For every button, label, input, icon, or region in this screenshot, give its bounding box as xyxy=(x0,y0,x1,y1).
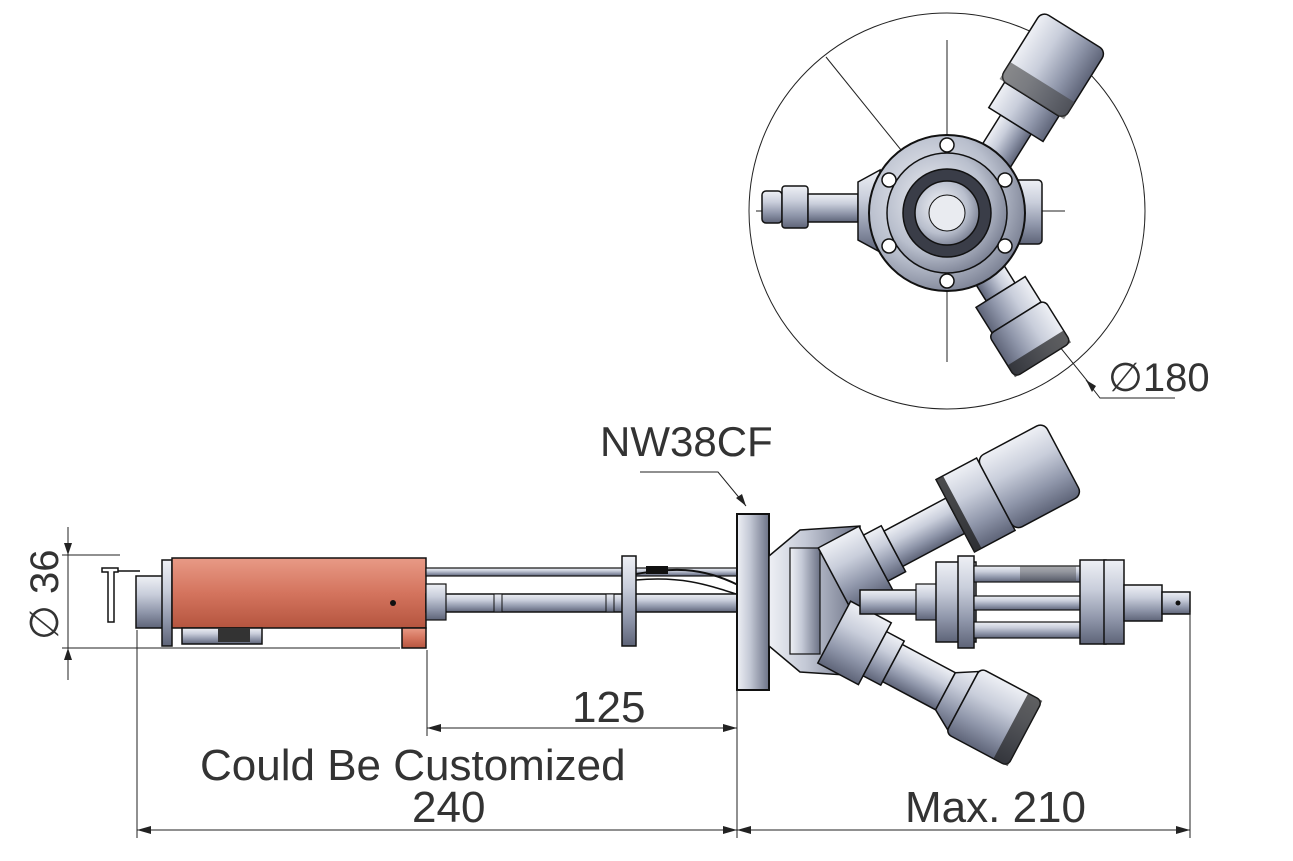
hook xyxy=(101,567,119,623)
bolt-hole xyxy=(997,172,1013,188)
diameter-180-label: ∅180 xyxy=(1108,356,1210,400)
top-left-arm xyxy=(761,168,881,254)
dim-240-label: 240 xyxy=(412,783,485,832)
flange-label: NW38CF xyxy=(600,418,773,465)
support-plate xyxy=(621,555,637,647)
top-upper-arm xyxy=(962,13,1105,195)
dim-125-label: 125 xyxy=(572,683,645,732)
flange-leader xyxy=(640,471,747,507)
customized-note: Could Be Customized xyxy=(200,741,626,790)
dim-max-210-label: Max. 210 xyxy=(905,783,1086,832)
right-assembly xyxy=(859,555,1191,649)
back-cap xyxy=(135,575,167,629)
support-rod xyxy=(425,567,739,577)
top-view-outline-circle xyxy=(748,12,1146,410)
bolt-hole xyxy=(997,238,1013,254)
cf-flange xyxy=(736,513,770,691)
bolt-hole xyxy=(939,273,955,289)
top-view: ∅180 xyxy=(748,12,1210,410)
lower-arm xyxy=(816,600,1043,767)
diameter-36-label: ∅ 36 xyxy=(23,550,67,640)
side-view: ∅ 36 xyxy=(23,418,1191,838)
bolt-hole xyxy=(881,238,897,254)
heater-body xyxy=(171,557,427,629)
bolt-hole xyxy=(881,172,897,188)
bolt-hole xyxy=(939,137,955,153)
main-shaft xyxy=(425,593,739,613)
